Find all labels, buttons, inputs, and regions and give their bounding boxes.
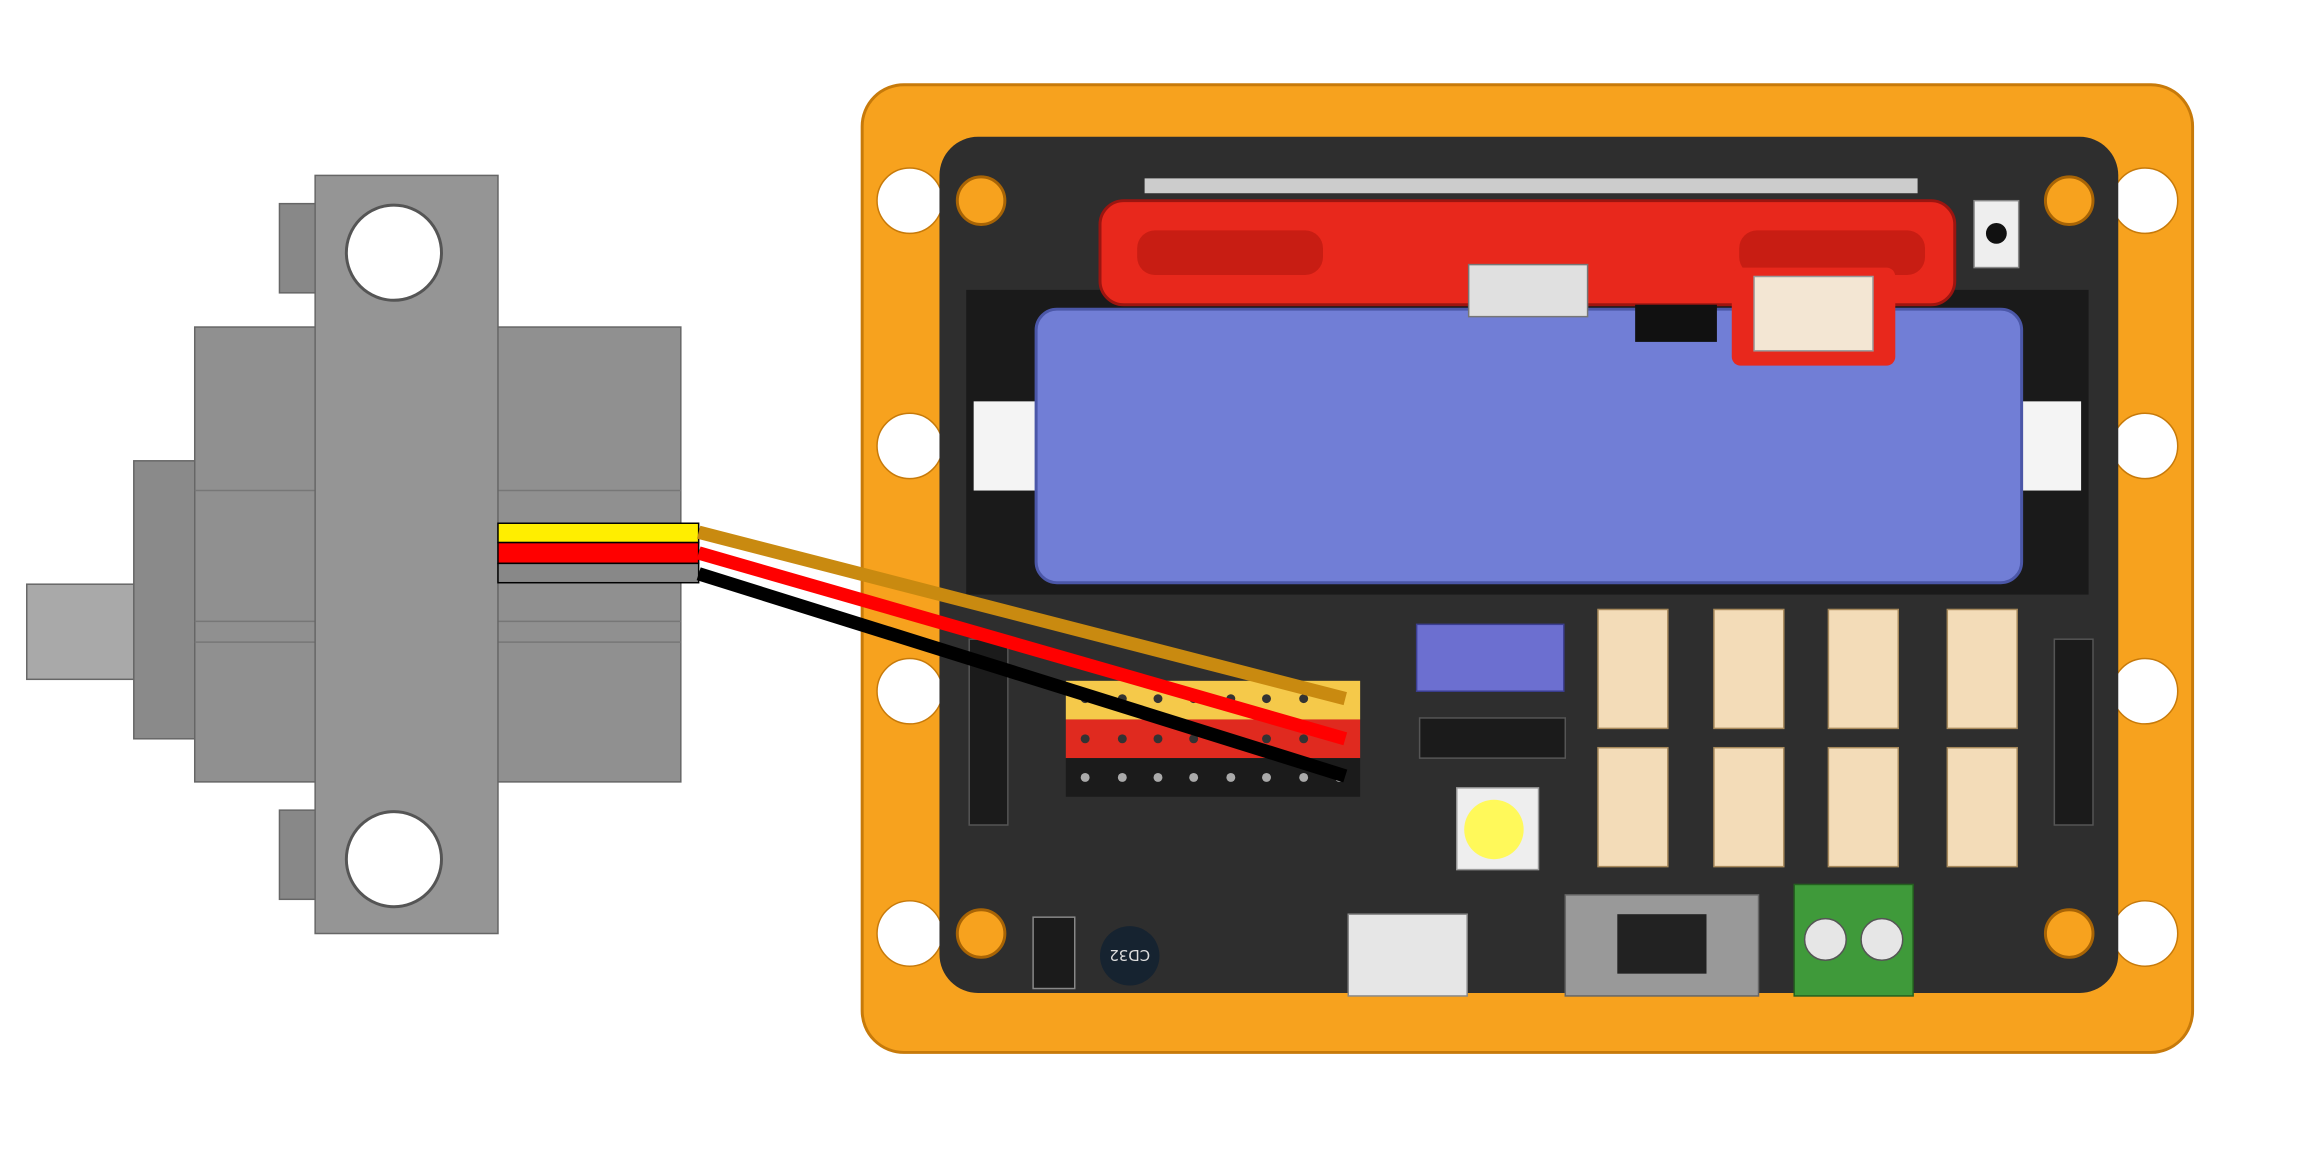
inductor-label: CD32 xyxy=(1109,946,1150,964)
jst-connectors xyxy=(1597,608,2018,868)
right-pin-header xyxy=(2053,638,2094,826)
power-wire xyxy=(497,541,700,565)
mount-hole-icon xyxy=(344,810,443,909)
ground-wire xyxy=(497,562,700,584)
ground-wire-run xyxy=(696,567,1348,783)
usb-port xyxy=(1347,913,1468,997)
power-wire-run xyxy=(696,546,1348,746)
purple-connector xyxy=(1415,623,1565,692)
servo-mounting-flange xyxy=(314,174,499,935)
servo-shaft xyxy=(26,583,138,681)
signal-wire-run xyxy=(696,525,1347,706)
micro-usb-port xyxy=(1467,263,1589,318)
i2c-header xyxy=(1418,717,1567,759)
diode xyxy=(1032,916,1076,990)
mount-hole-icon xyxy=(344,203,443,302)
controller-board: CD32 xyxy=(860,83,2195,1054)
battery-connector xyxy=(1753,275,1874,352)
servo-cable xyxy=(497,522,1348,783)
inductor xyxy=(1100,926,1160,986)
servo-pin-header xyxy=(1065,680,1361,797)
corner-screw-icon xyxy=(955,175,2095,959)
signal-wire xyxy=(497,522,700,544)
